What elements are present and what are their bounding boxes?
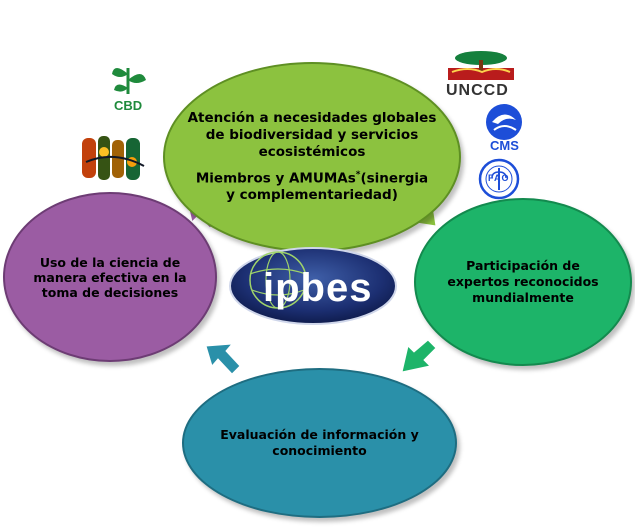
right-line-2: expertos reconocidos <box>447 274 599 289</box>
top-line-1: Atención a necesidades globales <box>187 109 437 126</box>
fao-emblem-icon <box>478 158 520 200</box>
ipbes-logo <box>229 247 397 325</box>
bottom-line-1: Evaluación de información y <box>220 427 419 442</box>
cms-label: CMS <box>490 138 519 153</box>
cbd-label: CBD <box>114 98 143 113</box>
left-line-2: manera efectiva en la <box>33 269 187 285</box>
fao-label: FAO <box>488 173 510 183</box>
top-line-5: y complementariedad) <box>226 187 398 204</box>
top-line-3: ecosistémicos <box>258 143 366 160</box>
unccd-tree-icon <box>448 51 514 80</box>
cms-bird-icon <box>486 104 522 140</box>
left-line-3: toma de decisiones <box>41 284 179 300</box>
node-science-use: Uso de la ciencia de manera efectiva en … <box>3 192 217 362</box>
top-line-2: de biodiversidad y servicios <box>205 126 419 143</box>
arrow-right-to-bottom <box>401 339 437 373</box>
right-line-1: Participación de <box>466 258 580 273</box>
cites-emblem-icon <box>82 136 145 180</box>
node-assessment: Evaluación de información y conocimiento <box>182 368 457 518</box>
arrow-bottom-to-left <box>205 343 241 375</box>
top-line-4: Miembros y AMUMAs*(sinergia <box>195 169 429 187</box>
node-expert-participation: Participación de expertos reconocidos mu… <box>414 198 632 366</box>
left-line-1: Uso de la ciencia de <box>39 254 181 270</box>
ipbes-logo-text: ipbes <box>263 266 373 310</box>
right-line-3: mundialmente <box>472 290 574 305</box>
unccd-label: UNCCD <box>446 82 509 99</box>
cbd-leaf-icon <box>112 68 146 94</box>
bottom-line-2: conocimiento <box>272 443 367 458</box>
node-global-needs: Atención a necesidades globales de biodi… <box>163 62 461 252</box>
